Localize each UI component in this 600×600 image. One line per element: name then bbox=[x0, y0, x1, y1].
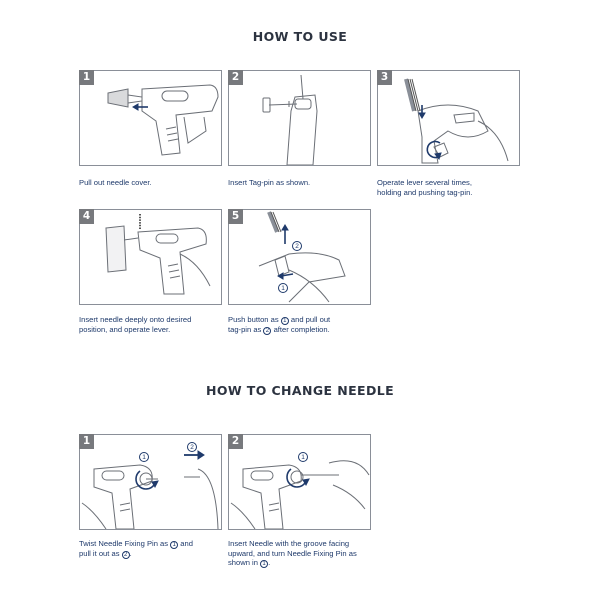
caption-text: pull it out as bbox=[79, 549, 122, 558]
twist-fixing-pin-illustration: 1 2 bbox=[81, 442, 219, 529]
use-step-3-caption: Operate lever several times, holding and… bbox=[377, 178, 527, 197]
operate-lever-illustration bbox=[404, 78, 509, 164]
change-step-1-caption: Twist Needle Fixing Pin as 1 and pull it… bbox=[79, 539, 229, 559]
caption-text: and bbox=[178, 539, 193, 548]
caption-text: Pull out needle cover. bbox=[79, 178, 152, 187]
caption-line: pull it out as 2. bbox=[79, 549, 229, 559]
how-to-change-needle-heading: HOW TO CHANGE NEEDLE bbox=[205, 383, 395, 398]
use-step-5-panel: 5 2 1 bbox=[228, 209, 371, 305]
caption-line: Push button as 1 and pull out bbox=[228, 315, 378, 325]
caption-line: holding and pushing tag-pin. bbox=[377, 187, 473, 197]
circled-number: 1 bbox=[260, 560, 269, 569]
callout-label: 1 bbox=[142, 454, 146, 461]
use-step-5-caption: Push button as 1 and pull out tag-pin as… bbox=[228, 315, 378, 335]
callout-label: 1 bbox=[281, 285, 285, 292]
step-number-badge: 1 bbox=[79, 434, 94, 449]
caption-text: shown in bbox=[228, 558, 261, 568]
caption-line: Operate lever several times, bbox=[377, 178, 472, 187]
step-number-badge: 5 bbox=[228, 209, 243, 224]
use-step-1-panel: 1 bbox=[79, 70, 222, 166]
circled-number: 1 bbox=[170, 541, 179, 549]
callout-label: 2 bbox=[295, 243, 299, 250]
caption-text: . bbox=[268, 558, 271, 568]
tag-pin-insert-illustration bbox=[262, 74, 318, 165]
use-step-3-panel: 3 bbox=[377, 70, 520, 166]
circled-number: 1 bbox=[280, 317, 289, 325]
change-step-2-caption: Insert Needle with the groove facing upw… bbox=[228, 539, 378, 569]
callout-label: 1 bbox=[301, 454, 305, 461]
tag-gun-needle-cover-illustration bbox=[107, 84, 219, 156]
circled-number: 2 bbox=[263, 327, 272, 335]
step-number-badge: 2 bbox=[228, 70, 243, 85]
caption-text: tag-pin as bbox=[228, 325, 264, 334]
caption-text: Twist Needle Fixing Pin as bbox=[79, 539, 171, 548]
insert-needle-fabric-illustration bbox=[105, 214, 211, 295]
how-to-use-heading: HOW TO USE bbox=[252, 29, 348, 44]
caption-line: tag-pin as 2 after completion. bbox=[228, 325, 378, 335]
callout-label: 2 bbox=[190, 444, 194, 451]
caption-text: and pull out bbox=[288, 315, 331, 324]
caption-line: shown in 1. bbox=[228, 558, 378, 569]
caption-text: after completion. bbox=[271, 325, 330, 334]
insert-needle-turn-pin-illustration: 1 bbox=[230, 452, 370, 529]
change-step-1-panel: 1 1 2 bbox=[79, 434, 222, 530]
caption-line: upward, and turn Needle Fixing Pin as bbox=[228, 548, 357, 558]
use-step-2-caption: Insert Tag-pin as shown. bbox=[228, 178, 378, 188]
circled-number: 2 bbox=[121, 551, 130, 559]
caption-text: Insert Tag-pin as shown. bbox=[228, 178, 311, 187]
caption-line: Insert Needle with the groove facing bbox=[228, 539, 350, 548]
step-number-badge: 4 bbox=[79, 209, 94, 224]
step-number-badge: 3 bbox=[377, 70, 392, 85]
use-step-4-caption: Insert needle deeply onto desired positi… bbox=[79, 315, 229, 334]
use-step-1-caption: Pull out needle cover. bbox=[79, 178, 229, 188]
caption-text: Push button as bbox=[228, 315, 281, 324]
caption-text: . bbox=[129, 549, 132, 558]
change-step-2-panel: 2 1 bbox=[228, 434, 371, 530]
push-button-pull-tag-illustration: 2 1 bbox=[258, 211, 346, 303]
caption-line: Insert needle deeply onto desired bbox=[79, 315, 192, 324]
caption-line: position, and operate lever. bbox=[79, 324, 171, 334]
step-number-badge: 1 bbox=[79, 70, 94, 85]
use-step-4-panel: 4 bbox=[79, 209, 222, 305]
caption-line: Twist Needle Fixing Pin as 1 and bbox=[79, 539, 229, 549]
use-step-2-panel: 2 bbox=[228, 70, 371, 166]
step-number-badge: 2 bbox=[228, 434, 243, 449]
